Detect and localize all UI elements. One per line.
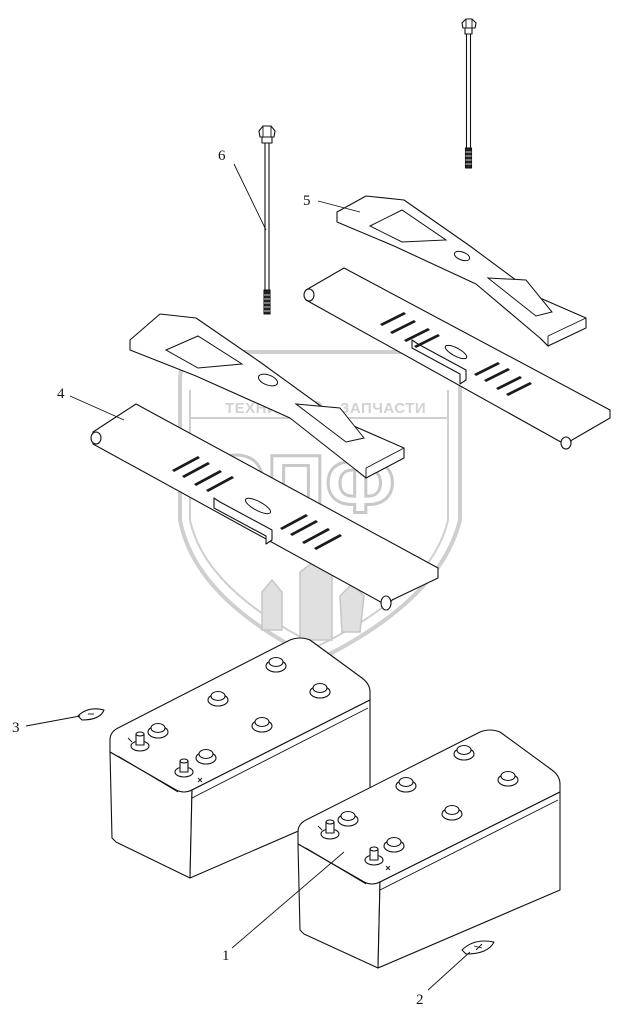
callout-4: 4 xyxy=(57,386,65,402)
battery-right-terminal-negative xyxy=(364,846,384,866)
watermark-wheat-icon xyxy=(261,559,365,641)
battery-right-terminal-positive xyxy=(320,819,340,840)
leader-line-4 xyxy=(69,395,125,421)
hold-down-pad-lower xyxy=(90,403,439,611)
leader-line-2 xyxy=(427,951,471,991)
leader-line-1 xyxy=(231,851,345,949)
watermark-brand-right: ЗАПЧАСТИ xyxy=(340,400,426,417)
tie-rod-bolt-right xyxy=(461,18,477,169)
hold-down-clamp-lower xyxy=(129,313,405,479)
callout-6: 6 xyxy=(218,148,226,164)
terminal-cap-2 xyxy=(461,940,495,955)
hold-down-pad-upper xyxy=(303,267,611,450)
leader-lines xyxy=(25,163,471,991)
battery-right xyxy=(297,729,561,969)
battery-right-caps xyxy=(337,744,519,853)
battery-left xyxy=(109,637,371,879)
hold-down-clamp-upper xyxy=(336,195,587,348)
leader-line-6 xyxy=(233,163,267,231)
leader-line-5 xyxy=(317,200,361,213)
leader-line-3 xyxy=(25,715,81,727)
battery-left-terminal-positive xyxy=(130,731,150,752)
callout-numbers: 6 5 4 3 1 2 xyxy=(12,148,424,1008)
callout-3: 3 xyxy=(12,720,20,736)
tie-rod-bolt-left xyxy=(258,125,276,315)
battery-left-caps xyxy=(147,656,331,765)
callout-1: 1 xyxy=(222,948,230,964)
terminal-cap-3 xyxy=(77,708,105,721)
callout-5: 5 xyxy=(303,193,311,209)
battery-left-terminal-negative xyxy=(174,758,194,778)
callout-2: 2 xyxy=(416,992,424,1008)
